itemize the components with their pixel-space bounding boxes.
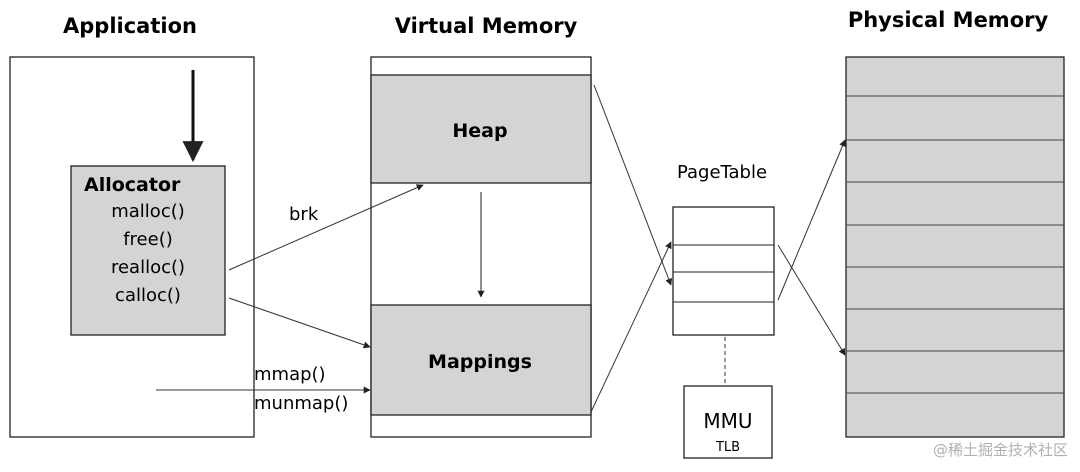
physical-memory-box	[845, 56, 1065, 438]
application-title: Application	[63, 14, 197, 38]
mappings-label: Mappings	[428, 351, 532, 373]
physical-memory-frames	[846, 95, 1064, 394]
brk-label: brk	[289, 204, 319, 225]
allocator-fn-calloc: calloc()	[115, 285, 181, 306]
pagetable-to-physical-arrow-1	[777, 139, 846, 301]
allocator-fn-malloc: malloc()	[111, 201, 185, 222]
allocator-fn-realloc: realloc()	[111, 257, 185, 278]
pagetable-to-physical-arrow-2	[777, 244, 846, 356]
munmap-label: munmap()	[254, 393, 348, 414]
tlb-label: TLB	[715, 440, 740, 455]
virtual-memory-title: Virtual Memory	[395, 14, 578, 38]
allocator-fn-free: free()	[123, 229, 173, 250]
page-table-box	[672, 206, 775, 336]
page-table-label: PageTable	[677, 162, 767, 183]
mmap-arrow	[228, 297, 371, 349]
heap-to-pagetable-arrow	[593, 84, 673, 286]
allocator-box	[70, 165, 226, 336]
heap-label: Heap	[452, 120, 507, 142]
physical-memory-title: Physical Memory	[848, 8, 1049, 32]
watermark: @稀土掘金技术社区	[933, 441, 1068, 459]
heap-region	[370, 74, 592, 184]
mmu-box	[683, 385, 773, 459]
mmu-label: MMU	[703, 409, 752, 433]
brk-arrow	[228, 184, 424, 271]
mappings-region	[370, 304, 592, 416]
mmap-label: mmap()	[254, 364, 326, 385]
allocator-label: Allocator	[84, 174, 181, 196]
mappings-to-pagetable-arrow	[590, 241, 672, 413]
